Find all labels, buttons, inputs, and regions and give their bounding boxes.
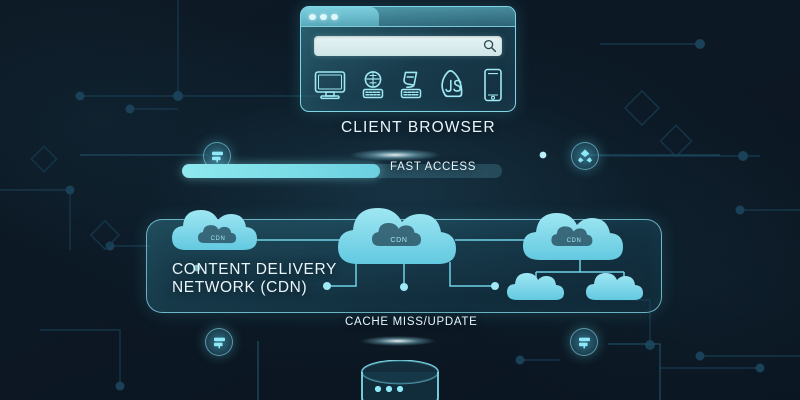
magnifier-icon[interactable] — [483, 39, 497, 53]
server-icon — [211, 151, 223, 162]
mobile-phone-icon — [482, 68, 504, 102]
window-dot-3[interactable] — [331, 13, 338, 20]
cdn-cloud-center[interactable]: CDN — [338, 208, 456, 264]
cluster-layers-icon — [578, 149, 592, 163]
cdn-cloud-child-left[interactable] — [507, 273, 564, 300]
cdn-title-line-2: NETWORK (CDN) — [172, 279, 308, 296]
server-icon — [213, 337, 225, 348]
fast-access-progress-track[interactable] — [182, 164, 502, 178]
window-dot-2[interactable] — [320, 13, 327, 20]
browser-titlebar — [301, 7, 515, 27]
css3-badge-icon — [399, 70, 423, 100]
fast-access-right-node[interactable] — [571, 142, 599, 170]
cdn-cloud-right[interactable]: CDN — [523, 213, 623, 260]
fast-access-progress-fill — [182, 164, 381, 178]
cache-left-node[interactable] — [205, 328, 233, 356]
client-browser-window[interactable] — [300, 6, 516, 112]
javascript-logo-icon — [438, 69, 468, 101]
cdn-title: CONTENT DELIVERY NETWORK (CDN) — [172, 261, 337, 297]
cdn-cloud-child-right[interactable] — [586, 273, 643, 300]
database-cylinder-icon[interactable] — [348, 360, 452, 400]
fast-access-connector — [80, 149, 720, 161]
window-dot-1[interactable] — [309, 13, 316, 20]
svg-text:CDN: CDN — [567, 238, 582, 244]
client-browser-label: CLIENT BROWSER — [341, 119, 496, 136]
cdn-title-line-1: CONTENT DELIVERY — [172, 261, 337, 278]
browser-tech-icon-row — [314, 65, 504, 105]
desktop-monitor-icon — [314, 70, 346, 100]
fast-access-label: FAST ACCESS — [390, 161, 477, 173]
html5-badge-icon — [361, 70, 385, 100]
server-icon — [578, 337, 590, 348]
svg-text:CDN: CDN — [390, 237, 407, 244]
browser-tab[interactable] — [301, 7, 379, 26]
cache-right-node[interactable] — [570, 328, 598, 356]
cdn-cloud-left[interactable]: CDN — [172, 210, 257, 250]
cache-miss-update-label: CACHE MISS/UPDATE — [345, 316, 478, 328]
search-input[interactable] — [314, 36, 502, 56]
svg-text:CDN: CDN — [211, 236, 226, 242]
